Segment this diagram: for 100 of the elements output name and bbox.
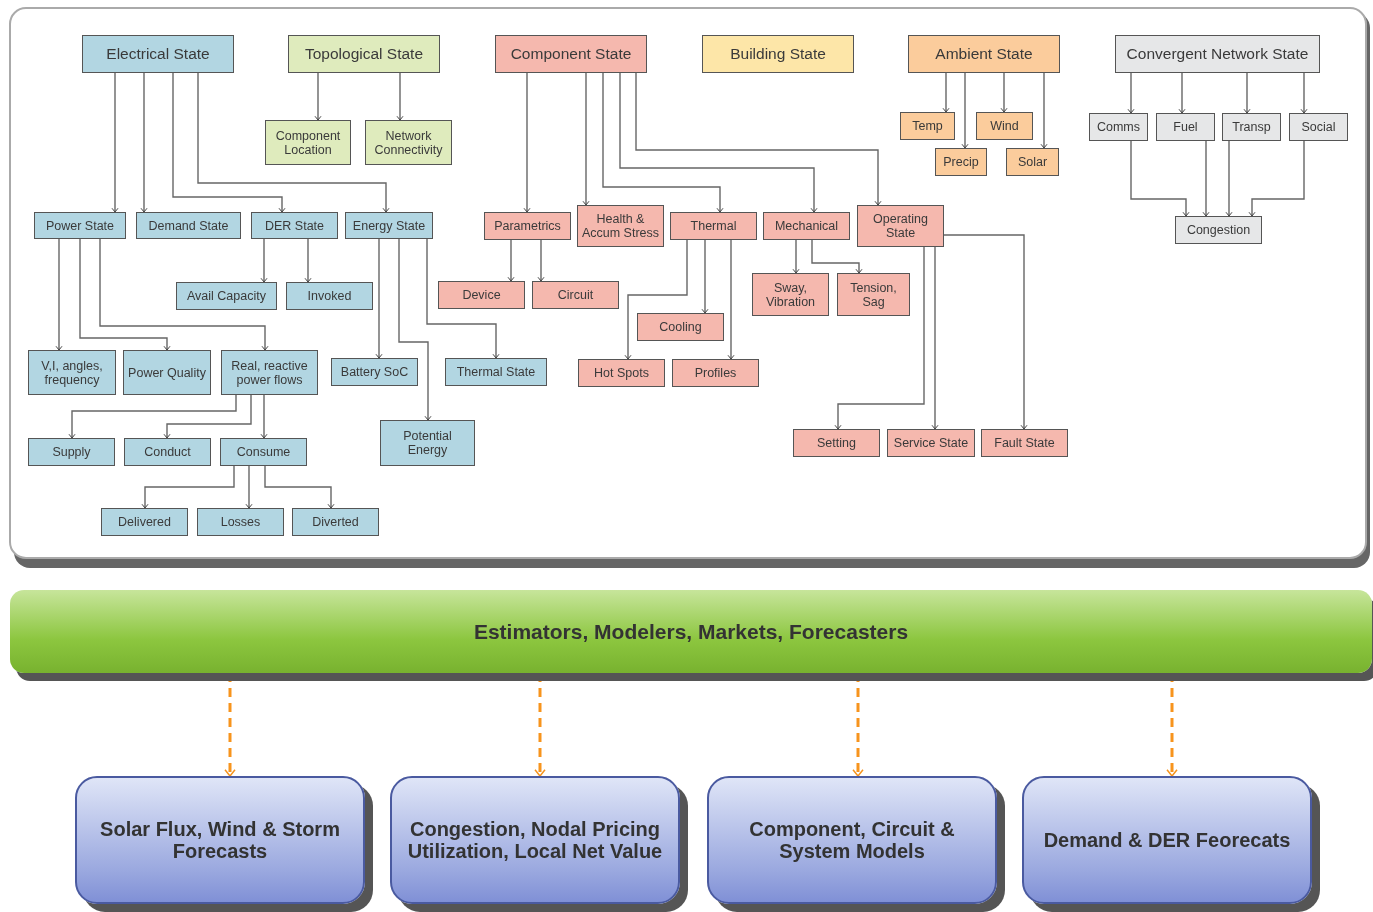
arrow <box>507 239 515 282</box>
state-box <box>887 429 975 457</box>
node-label: Circuit <box>557 288 594 302</box>
state-box <box>331 358 418 386</box>
arrow <box>624 239 688 360</box>
arrow <box>523 72 531 213</box>
node-label: Potential Energy <box>402 429 453 457</box>
node-label: Supply <box>52 445 91 459</box>
state-box <box>763 212 850 240</box>
state-box <box>672 359 759 387</box>
arrow <box>701 239 709 314</box>
node-label: Convergent Network State <box>1126 45 1309 63</box>
arrow <box>1243 72 1251 114</box>
arrow <box>260 238 268 283</box>
category-box <box>1115 35 1320 73</box>
state-box <box>292 508 379 536</box>
node-label: Energy State <box>352 218 426 233</box>
state-box <box>900 112 955 140</box>
state-box <box>1222 113 1281 141</box>
state-box <box>197 508 284 536</box>
arrow <box>727 239 735 360</box>
state-box <box>1156 113 1215 141</box>
node-label: Component Location <box>274 128 342 157</box>
arrow <box>111 72 119 213</box>
category-box <box>908 35 1060 73</box>
state-box <box>251 212 338 239</box>
arrow <box>426 238 500 359</box>
node-label: Solar Flux, Wind & Storm Forecasts <box>99 817 341 863</box>
arrow <box>834 246 925 430</box>
arrow <box>314 72 322 121</box>
state-box <box>484 212 571 240</box>
state-box <box>1175 216 1262 244</box>
node-label: Mechanical <box>774 219 839 233</box>
arrow <box>141 465 235 509</box>
arrow <box>55 238 63 351</box>
state-box <box>637 313 724 341</box>
node-label: Setting <box>817 436 856 450</box>
arrow <box>260 394 268 439</box>
state-box <box>438 281 525 309</box>
arrow <box>1202 140 1210 217</box>
state-box <box>221 350 318 395</box>
node-label: Transp <box>1232 120 1271 134</box>
node-label: Demand & DER Feorecats <box>1043 828 1291 852</box>
node-label: Precip <box>943 155 979 169</box>
arrow <box>264 465 335 509</box>
state-box <box>28 438 115 466</box>
node-label: Hot Spots <box>594 366 649 380</box>
arrow <box>1000 72 1008 113</box>
state-box <box>793 429 880 457</box>
node-label: Health & Accum Stress <box>580 212 661 240</box>
arrow <box>197 72 390 213</box>
arrow <box>1130 140 1190 217</box>
arrow <box>931 246 939 430</box>
arrow <box>99 238 269 351</box>
category-box <box>82 35 234 73</box>
node-label: Electrical State <box>106 45 210 63</box>
state-box <box>857 205 944 247</box>
node-label: DER State <box>264 218 325 233</box>
state-box <box>365 120 452 165</box>
state-box <box>981 429 1068 457</box>
node-label: Wind <box>990 119 1019 133</box>
state-box <box>670 212 757 240</box>
state-box <box>176 282 277 310</box>
node-label: Topological State <box>304 45 424 63</box>
arrow <box>172 72 286 213</box>
node-label: Cooling <box>659 320 702 334</box>
arrow <box>245 465 253 509</box>
arrow <box>792 239 800 274</box>
node-label: Component, Circuit & System Models <box>748 817 956 863</box>
node-label: Power State <box>45 218 115 233</box>
arrow <box>163 394 252 439</box>
arrow <box>943 234 1028 430</box>
node-label: Delivered <box>118 515 171 529</box>
node-label: Real, reactive power flows <box>230 358 309 387</box>
node-label: Invoked <box>307 289 352 303</box>
node-label: Service State <box>893 436 969 450</box>
node-label: Consume <box>236 445 291 459</box>
state-box <box>752 273 829 316</box>
arrow <box>635 72 882 206</box>
arrow <box>68 394 237 439</box>
node-label: Fuel <box>1173 120 1198 134</box>
state-box <box>34 212 126 239</box>
arrow <box>140 72 148 213</box>
arrow <box>398 238 432 421</box>
arrow <box>304 238 312 283</box>
node-label: Diverted <box>312 515 359 529</box>
state-box <box>136 212 241 239</box>
node-label: Thermal <box>690 219 737 233</box>
category-box <box>288 35 440 73</box>
arrow <box>1248 140 1305 217</box>
node-label: Power Quality <box>128 365 206 380</box>
node-label: Ambient State <box>935 45 1033 63</box>
node-label: V,I, angles, frequency <box>40 358 104 387</box>
arrow <box>1127 72 1135 114</box>
state-box <box>532 281 619 309</box>
node-label: Tension, Sag <box>849 280 898 309</box>
state-box <box>101 508 188 536</box>
node-label: Building State <box>730 45 826 63</box>
arrow <box>396 72 404 121</box>
node-label: Avail Capacity <box>187 289 266 303</box>
